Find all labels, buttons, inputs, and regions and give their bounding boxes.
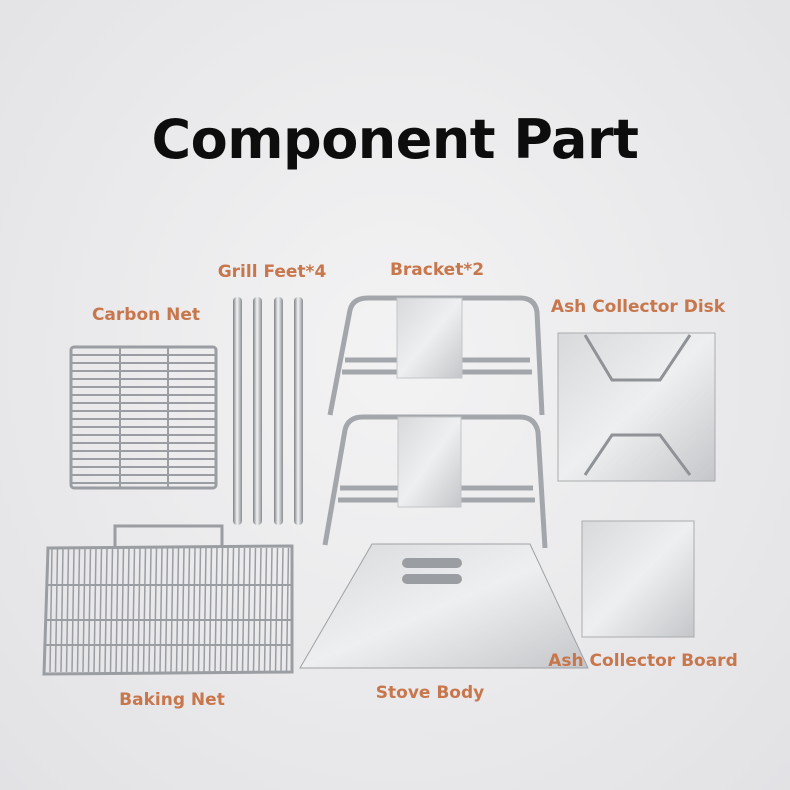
ash-collector-board <box>581 520 695 638</box>
label-stove-body: Stove Body <box>375 683 485 703</box>
bracket-top <box>327 295 545 416</box>
label-baking-net: Baking Net <box>119 690 225 710</box>
page-title: Component Part <box>151 108 639 171</box>
ash-collector-disk <box>557 332 716 482</box>
stove-body <box>299 543 589 669</box>
label-carbon-net: Carbon Net <box>91 305 201 325</box>
label-ash-collector-board: Ash Collector Board <box>548 651 738 671</box>
label-ash-collector-disk: Ash Collector Disk <box>550 297 726 317</box>
label-bracket: Bracket*2 <box>389 260 485 280</box>
carbon-net <box>69 345 218 490</box>
grill-feet <box>233 297 303 525</box>
baking-net <box>42 524 294 676</box>
label-grill-feet: Grill Feet*4 <box>217 262 327 282</box>
bracket-bottom <box>322 414 548 549</box>
